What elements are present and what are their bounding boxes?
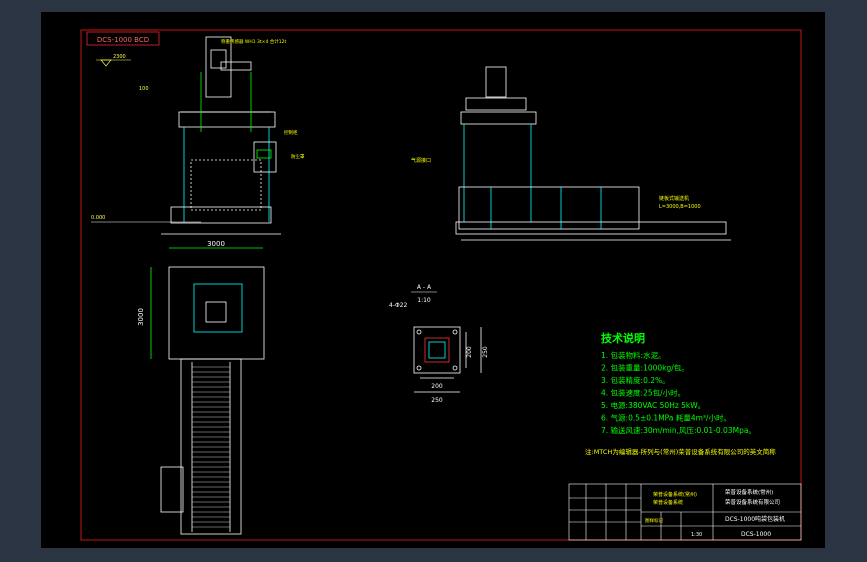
level-label: 0.000 [91, 215, 105, 221]
anno-conveyor: 链板式输送机 [659, 195, 689, 202]
tb-company-line1: 荣普设备系统(常州) [653, 491, 697, 498]
side-view-machine [161, 36, 281, 235]
tech-notes: 1. 包装物料:水泥。 2. 包装重量:1000kg/包。 3. 包装精度:0.2%… [601, 350, 756, 435]
drawing-canvas[interactable]: DCS-1000 BCD 2300 100 0.000 [41, 12, 825, 548]
plan-hatch [192, 366, 230, 528]
dim-200-v: 200 [466, 346, 473, 358]
model-tag-box [86, 31, 160, 46]
tb-scale: 1:30 [691, 532, 702, 538]
model-tag: DCS-1000 BCD [97, 36, 149, 44]
anno-dust-cover: 防尘罩 [291, 153, 305, 160]
hole-note: 4-Φ22 [389, 302, 408, 309]
anno-conveyor-size: L=3000,B=1000 [659, 204, 701, 210]
tech-title: 技术说明 [601, 331, 645, 345]
cad-drawing: DCS-1000 BCD 2300 100 0.000 [80, 29, 802, 541]
level-top: 2300 [113, 54, 126, 60]
section-aa [413, 326, 482, 393]
level-markers: 2300 100 0.000 [91, 54, 201, 223]
tb-drawing-no: DCS-1000 [741, 531, 771, 538]
tb-drawing-name: DCS-1000吨袋包装机 [725, 515, 785, 523]
section-scale: 1:10 [417, 297, 431, 304]
tech-line: 5. 电源:380VAC 50Hz 5kW。 [601, 400, 705, 410]
dim-200-h: 200 [431, 383, 443, 390]
tb-company-line2a: 荣普设备系统(常州) [725, 488, 773, 496]
tb-rev-label: 图样标记 [645, 517, 663, 524]
tech-line: 3. 包装精度:0.2%。 [601, 375, 670, 385]
drawing-border [80, 29, 802, 541]
title-block [568, 483, 802, 541]
dim-250-h: 250 [431, 397, 443, 404]
tech-note-line: 注:MTCH为编辑器-所列与(常州)荣普设备系统有限公司的英文简称 [585, 447, 776, 456]
dim-250-v: 250 [482, 346, 489, 358]
section-label: A - A [417, 284, 432, 291]
dim-width-3000: 3000 [207, 240, 225, 248]
anno-cabinet: 控制柜 [284, 129, 298, 136]
tech-line: 6. 气源:0.5±0.1MPa 耗量4m³/小时。 [601, 413, 731, 423]
tech-line: 2. 包装重量:1000kg/包。 [601, 363, 689, 373]
tb-stamp: 荣普设备系统 [653, 499, 683, 506]
anno-load-cell: 称重传感器 WH1 3t×4 合计12t [221, 38, 286, 45]
tb-company-line2: 荣普设备系统有限公司 [725, 498, 780, 506]
level-mid: 100 [139, 86, 149, 92]
plan-view [150, 247, 265, 535]
tech-line: 7. 输送风速:30m/min,风压:0.01-0.03Mpa。 [601, 425, 756, 435]
dim-height-3000: 3000 [137, 308, 145, 326]
anno-pipe: 气源接口 [411, 157, 431, 164]
tech-line: 4. 包装速度:25包/小时。 [601, 388, 685, 398]
front-view-machine [455, 66, 731, 241]
tech-line: 1. 包装物料:水泥。 [601, 350, 666, 360]
